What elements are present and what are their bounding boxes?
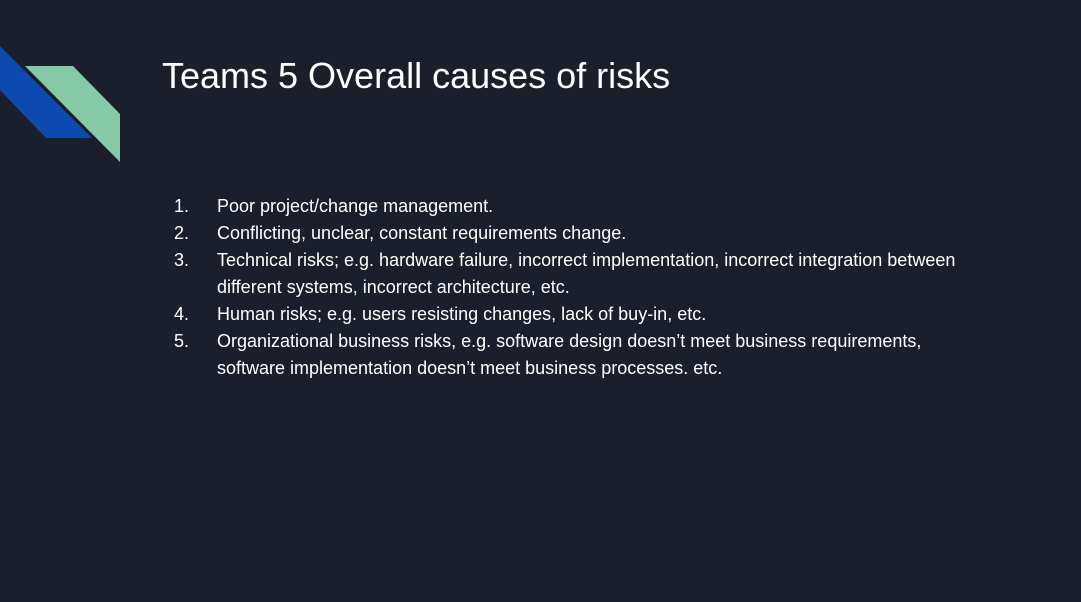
list-item: 3. Technical risks; e.g. hardware failur… xyxy=(170,247,970,301)
list-item-text: Human risks; e.g. users resisting change… xyxy=(217,304,707,324)
list-item: 2. Conflicting, unclear, constant requir… xyxy=(170,220,970,247)
list-item-number: 1. xyxy=(174,196,190,216)
slide-title: Teams 5 Overall causes of risks xyxy=(162,55,671,96)
list-item-text: Poor project/change management. xyxy=(217,196,494,216)
blue-stripe xyxy=(0,46,92,138)
list-item-number: 2. xyxy=(174,223,190,243)
green-stripe xyxy=(25,66,120,162)
list-item-text: Technical risks; e.g. hardware failure, … xyxy=(217,250,956,297)
causes-list: 1. Poor project/change management. 2. Co… xyxy=(170,193,970,382)
list-item-text: Organizational business risks, e.g. soft… xyxy=(217,331,922,378)
corner-decoration xyxy=(0,46,120,162)
list-item: 5. Organizational business risks, e.g. s… xyxy=(170,328,970,382)
list-item-text: Conflicting, unclear, constant requireme… xyxy=(217,223,627,243)
list-item: 1. Poor project/change management. xyxy=(170,193,970,220)
list-item-number: 3. xyxy=(174,250,190,270)
list-item-number: 4. xyxy=(174,304,190,324)
list-item: 4. Human risks; e.g. users resisting cha… xyxy=(170,301,970,328)
list-item-number: 5. xyxy=(174,331,190,351)
